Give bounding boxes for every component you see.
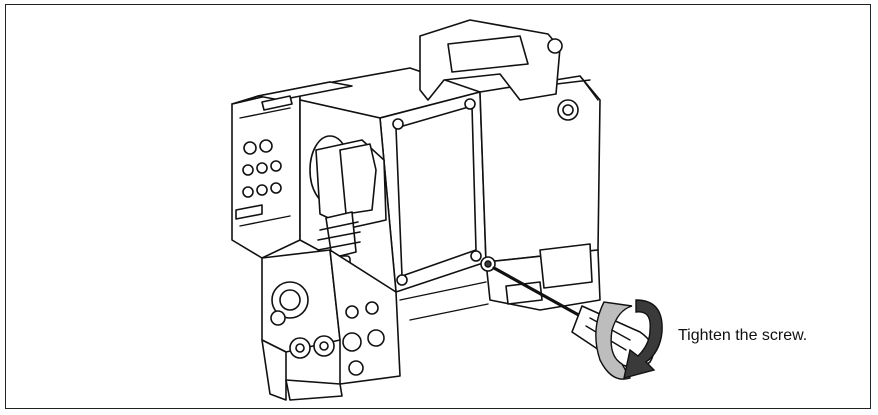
viewfinder-eyepiece <box>309 135 387 273</box>
rotation-arrow-icon <box>595 299 663 380</box>
tripod-adaptor-base <box>399 243 601 321</box>
figure-caption: Tighten the screw. <box>678 327 808 344</box>
rear-connector-panel <box>231 81 331 259</box>
lower-connector-area <box>261 249 401 401</box>
